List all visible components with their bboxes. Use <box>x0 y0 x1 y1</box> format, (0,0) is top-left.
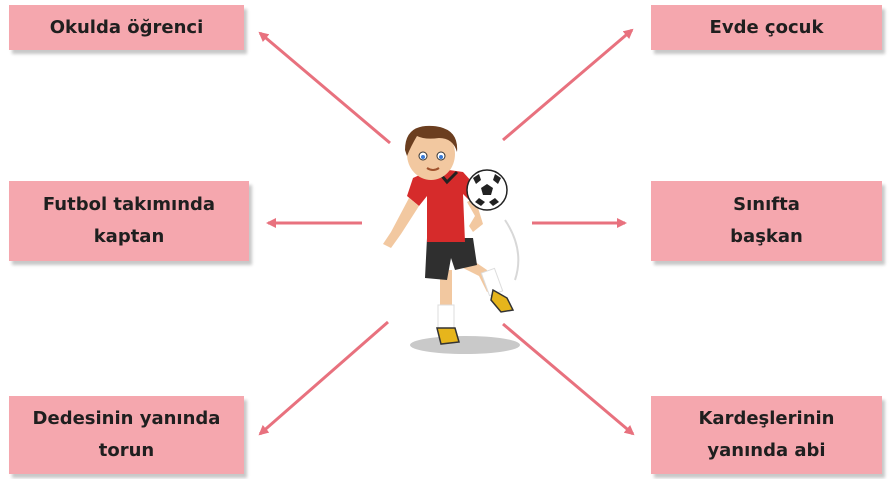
left-pupil <box>421 155 425 159</box>
role-box-bottom-left: Dedesinin yanında torun <box>9 396 244 474</box>
head <box>407 128 455 180</box>
role-label: Evde çocuk <box>709 16 824 38</box>
standing-sock <box>437 304 455 331</box>
role-box-bottom-right: Kardeşlerinin yanında abi <box>651 396 882 474</box>
role-label-line2: başkan <box>730 226 803 247</box>
motion-lines <box>504 219 520 281</box>
right-arm <box>467 198 483 232</box>
arrow-bottom-right <box>502 322 635 436</box>
arrow-top-right <box>502 28 634 142</box>
role-label-line1: Futbol takımında <box>42 194 216 215</box>
right-pupil <box>439 155 443 159</box>
soccer-ball-icon <box>466 169 508 211</box>
shirt <box>407 168 481 242</box>
role-label: Okulda öğrenci <box>49 16 204 38</box>
hair <box>405 125 458 156</box>
role-box-top-right: Evde çocuk <box>651 5 882 50</box>
arrow-bottom-left <box>258 320 389 436</box>
role-box-mid-right: Sınıfta başkan <box>651 181 882 261</box>
mouth <box>426 167 440 171</box>
role-label-line1: Sınıfta <box>733 194 800 215</box>
role-label-line2: kaptan <box>93 226 165 247</box>
boy-football-illustration <box>383 125 520 354</box>
role-label-line1: Dedesinin yanında <box>32 408 221 429</box>
shorts <box>425 238 477 280</box>
standing-shoe <box>436 327 460 345</box>
kicking-shoe <box>490 288 515 313</box>
left-arm <box>383 198 419 248</box>
role-label-line2: torun <box>98 440 155 461</box>
role-label-line1: Kardeşlerinin <box>698 408 835 429</box>
arrow-top-left <box>258 31 391 145</box>
role-label-line2: yanında abi <box>707 440 826 461</box>
role-box-mid-left: Futbol takımında kaptan <box>9 181 249 261</box>
ground-shadow <box>410 336 520 354</box>
role-box-top-left: Okulda öğrenci <box>9 5 244 50</box>
